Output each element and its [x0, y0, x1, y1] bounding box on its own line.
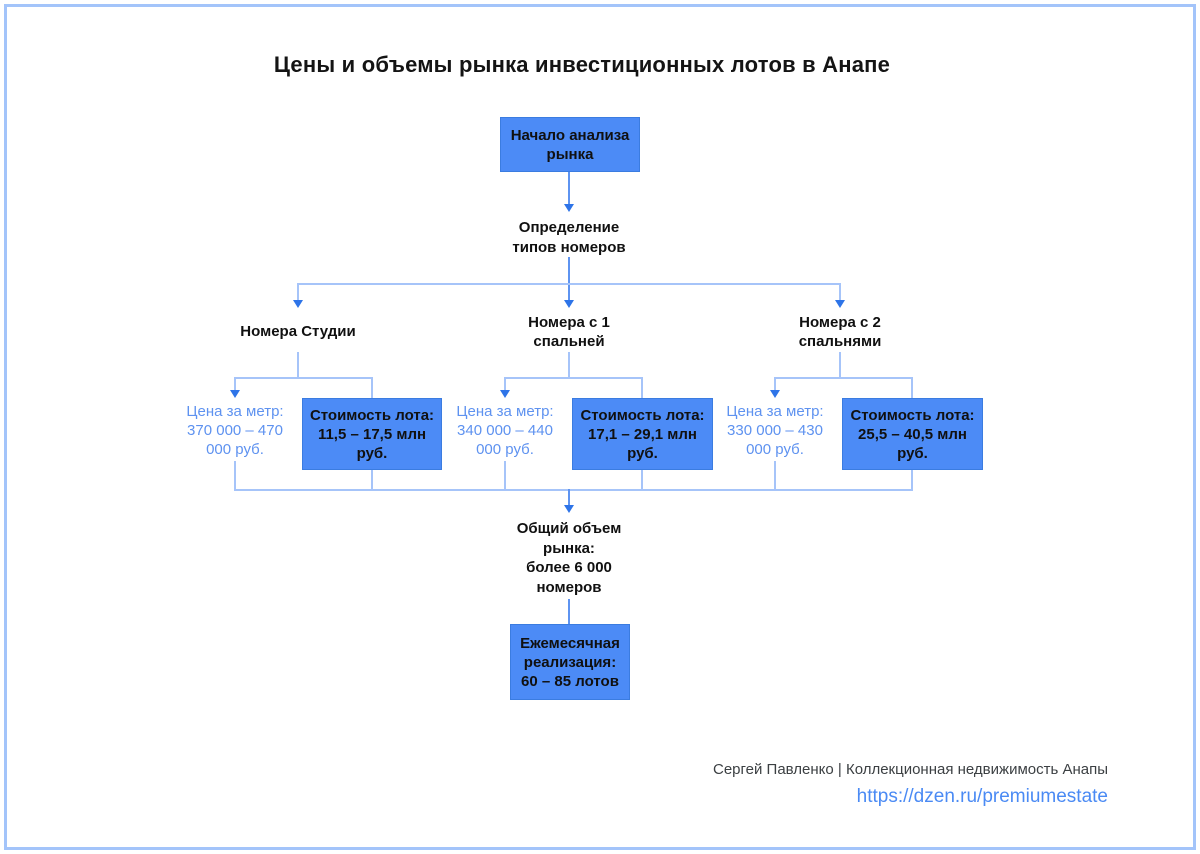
- connector-line: [234, 377, 373, 379]
- connector-line: [297, 283, 841, 285]
- arrow-down-icon: [770, 390, 780, 398]
- connector-line: [504, 377, 506, 391]
- node-room-types: Определение типов номеров: [512, 219, 626, 256]
- node-start: Начало анализа рынка: [500, 117, 640, 172]
- connector-line: [234, 461, 236, 490]
- node-lot-cost-1bedroom: Стоимость лота: 17,1 – 29,1 млн руб.: [572, 398, 713, 470]
- connector-line: [568, 172, 570, 205]
- connector-line: [371, 377, 373, 399]
- connector-line: [297, 352, 299, 378]
- node-monthly-sales: Ежемесячная реализация: 60 – 85 лотов: [510, 624, 630, 700]
- connector-line: [371, 470, 373, 490]
- connector-line: [504, 461, 506, 490]
- node-lot-cost-studio: Стоимость лота: 11,5 – 17,5 млн руб.: [302, 398, 442, 470]
- connector-line: [911, 470, 913, 490]
- node-lot-cost-2bedroom: Стоимость лота: 25,5 – 40,5 млн руб.: [842, 398, 983, 470]
- connector-line: [839, 352, 841, 378]
- arrow-down-icon: [564, 505, 574, 513]
- connector-line: [568, 489, 570, 506]
- node-total-volume: Общий объем рынка: более 6 000 номеров: [516, 520, 622, 596]
- connector-line: [568, 599, 570, 624]
- arrow-down-icon: [293, 300, 303, 308]
- arrow-down-icon: [564, 300, 574, 308]
- price-per-meter-2bedroom: Цена за метр: 330 000 – 430 000 руб.: [726, 403, 824, 458]
- branch-label-studio: Номера Студии: [240, 323, 356, 341]
- page-title: Цены и объемы рынка инвестиционных лотов…: [273, 52, 891, 77]
- connector-line: [568, 352, 570, 378]
- connector-line: [297, 283, 299, 300]
- connector-line: [641, 377, 643, 399]
- connector-line: [839, 283, 841, 300]
- footer-link[interactable]: https://dzen.ru/premiumestate: [856, 786, 1108, 807]
- price-per-meter-1bedroom: Цена за метр: 340 000 – 440 000 руб.: [456, 403, 554, 458]
- arrow-down-icon: [500, 390, 510, 398]
- arrow-down-icon: [564, 204, 574, 212]
- connector-line: [911, 377, 913, 399]
- branch-label-1bedroom: Номера с 1 спальней: [528, 313, 610, 351]
- footer-author: Сергей Павленко | Коллекционная недвижим…: [712, 761, 1108, 778]
- connector-line: [774, 377, 912, 379]
- connector-line: [774, 377, 776, 391]
- connector-line: [774, 461, 776, 490]
- connector-line: [504, 377, 642, 379]
- arrow-down-icon: [835, 300, 845, 308]
- connector-line: [234, 489, 913, 491]
- arrow-down-icon: [230, 390, 240, 398]
- connector-line: [641, 470, 643, 490]
- branch-label-2bedroom: Номера с 2 спальнями: [798, 313, 882, 351]
- price-per-meter-studio: Цена за метр: 370 000 – 470 000 руб.: [186, 403, 284, 458]
- connector-line: [234, 377, 236, 391]
- connector-line: [568, 257, 570, 300]
